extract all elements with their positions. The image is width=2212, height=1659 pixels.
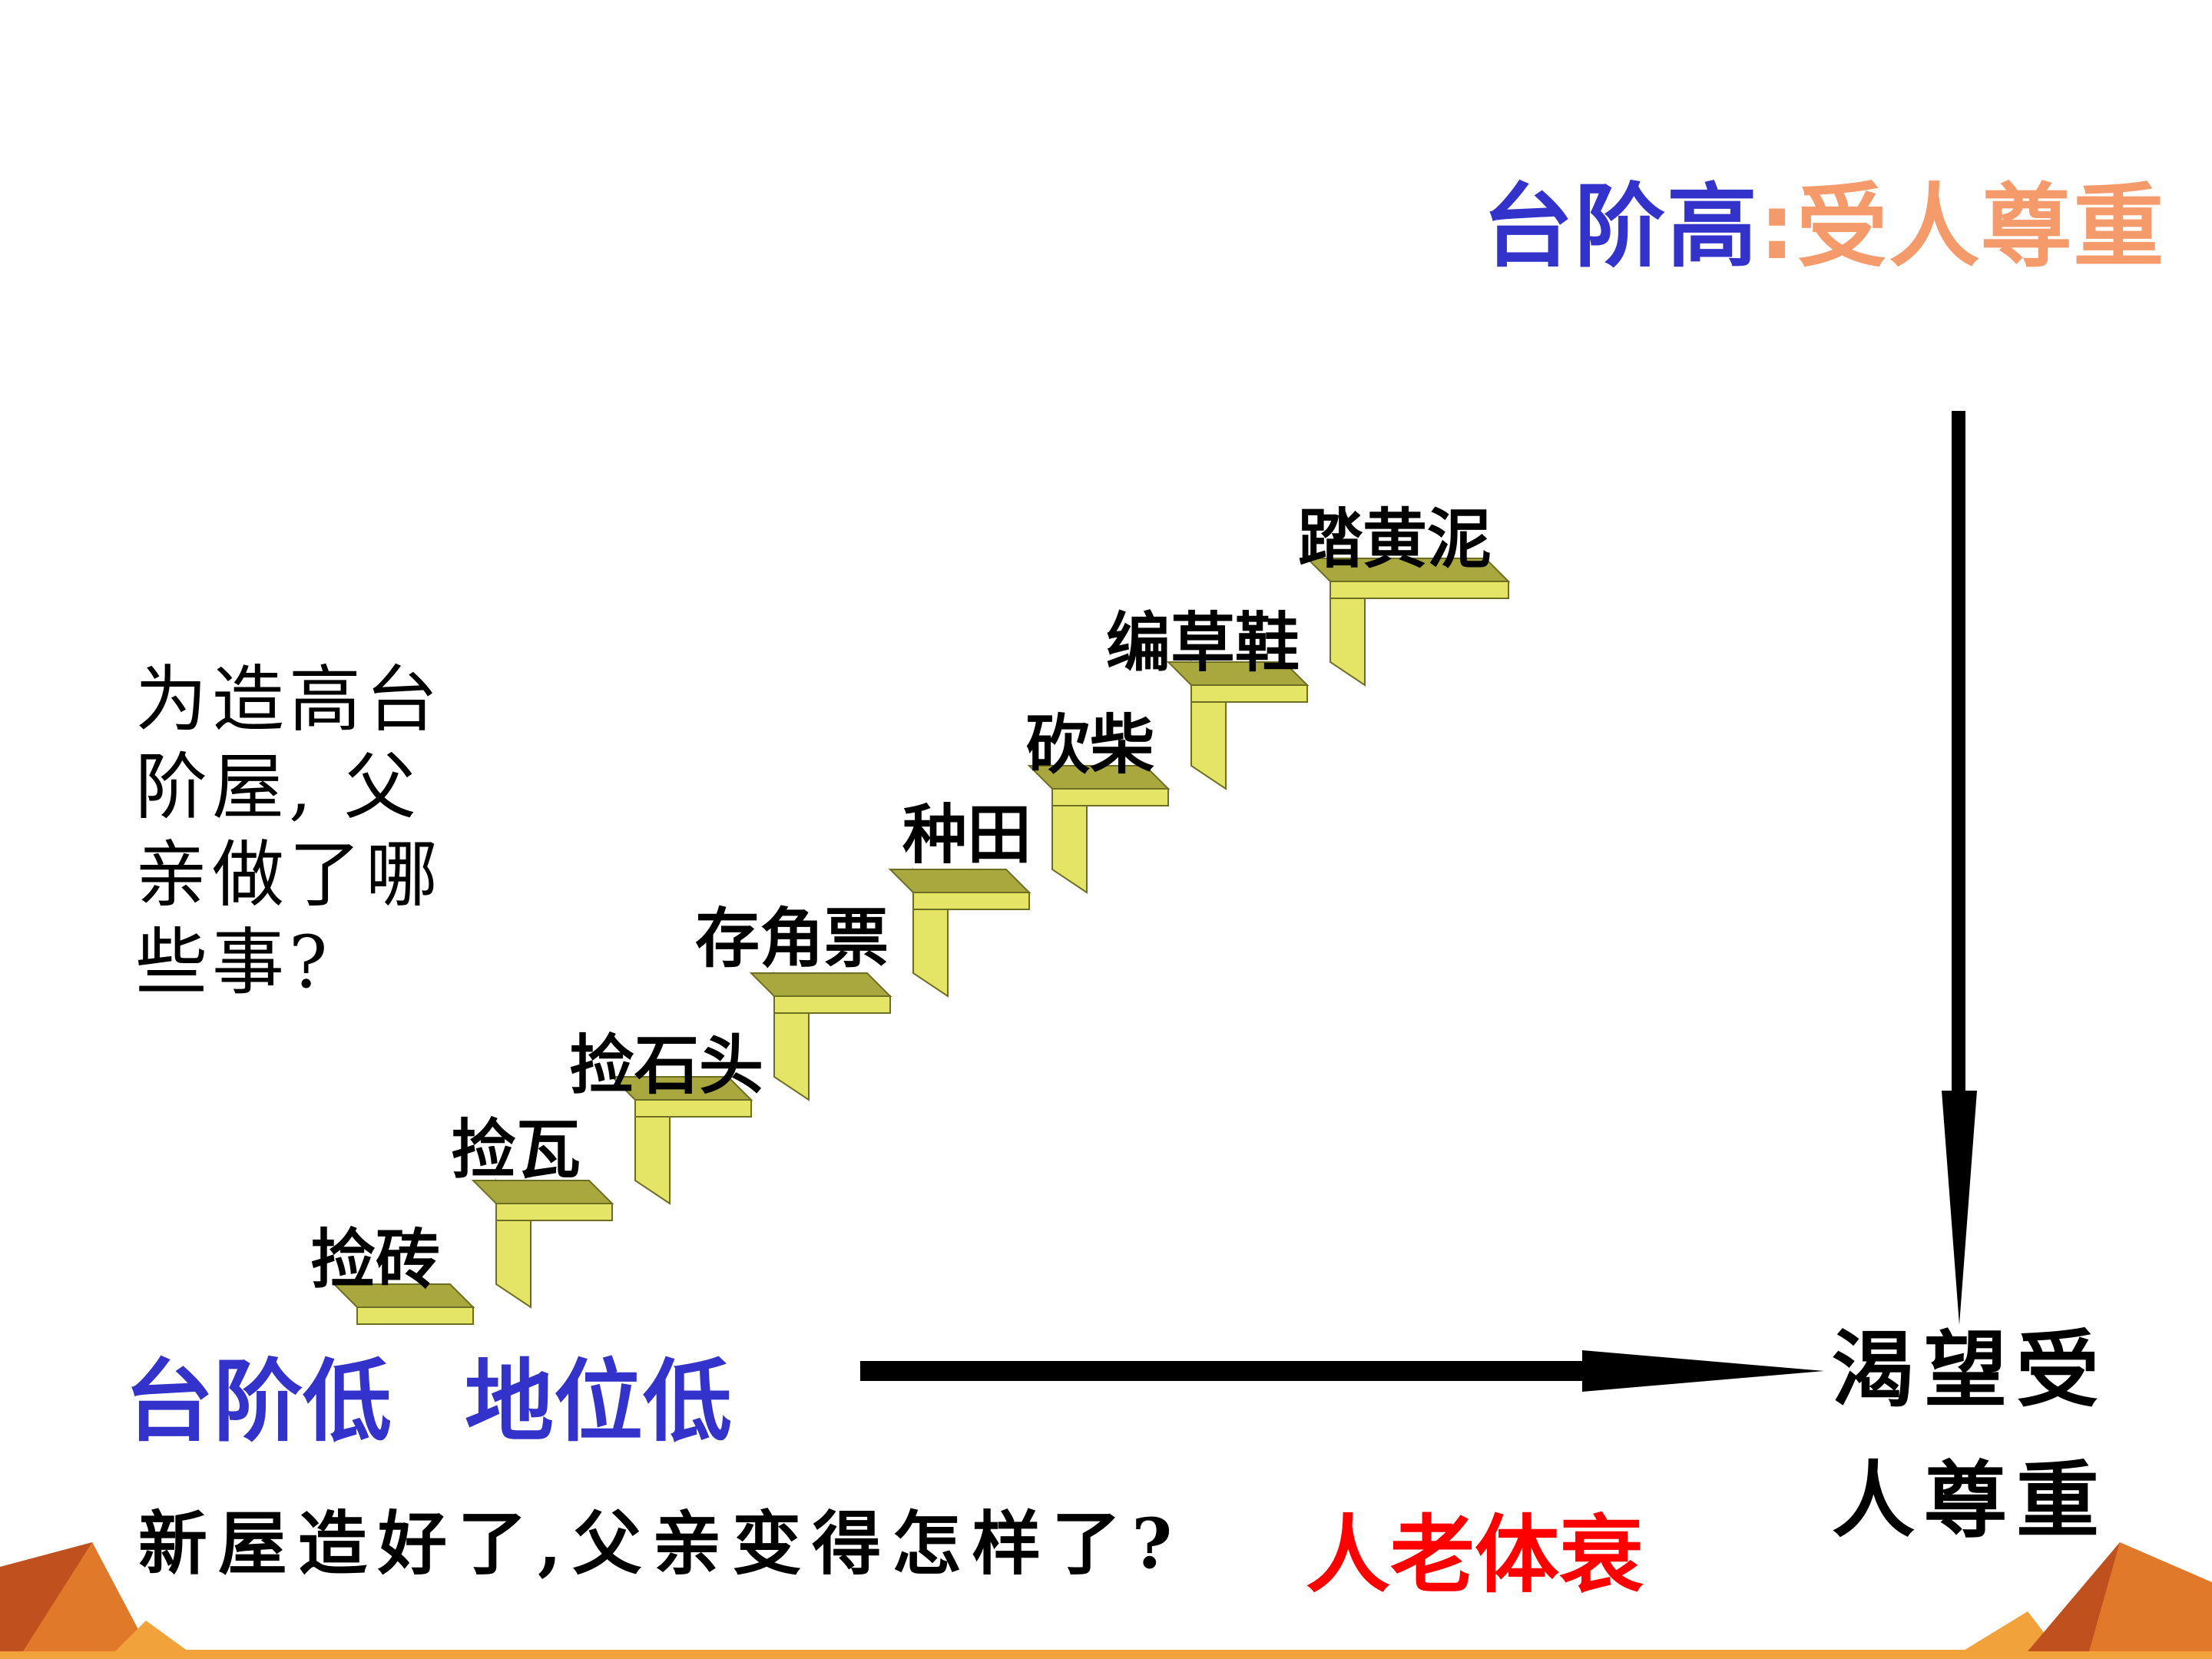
- label-low-steps: 台阶低: [124, 1350, 392, 1454]
- bottom-answer: 人老体衰: [1306, 1506, 1644, 1604]
- step-label-tread-mud: 踏黄泥: [1298, 502, 1492, 577]
- stair-edge-6: [1190, 684, 1308, 703]
- stair-edge-1: [495, 1203, 613, 1221]
- step-label-chop-wood: 砍柴: [1025, 707, 1155, 783]
- down-arrow: [1942, 411, 1977, 1325]
- stair-edge-0: [356, 1306, 474, 1325]
- result-desire-respect: 渴望受人尊重: [1832, 1323, 2109, 1549]
- step-label-stones: 捡石头: [570, 1028, 764, 1103]
- bottom-question: 新屋造好了,父亲变得怎样了?: [138, 1503, 1184, 1584]
- stair-edge-4: [912, 892, 1030, 910]
- stair-edge-3: [773, 995, 891, 1014]
- staircase: [332, 557, 1511, 1325]
- stair-tread-4: [888, 869, 1031, 893]
- stair-edge-5: [1051, 788, 1169, 806]
- title-colon: :: [1759, 174, 1797, 280]
- step-label-straw-sandals: 编草鞋: [1106, 605, 1300, 680]
- step-label-bricks: 捡砖: [311, 1222, 441, 1297]
- right-arrow: [860, 1350, 1824, 1392]
- label-low-status: 地位低: [465, 1350, 732, 1454]
- stair-edge-7: [1330, 581, 1509, 599]
- step-label-save-money: 存角票: [695, 901, 889, 976]
- title-high-steps-label: 台阶高: [1482, 174, 1760, 280]
- bottom-decoration: [0, 1542, 2212, 1659]
- question-what-father-did: 为造高台阶屋, 父亲做了哪些事?: [135, 658, 443, 1005]
- stair-tread-3: [749, 972, 892, 997]
- step-label-tiles: 捡瓦: [452, 1112, 581, 1187]
- title-high-steps: 台阶高:受人尊重: [1482, 173, 2165, 282]
- stair-edge-2: [634, 1099, 752, 1118]
- title-respected: 受人尊重: [1796, 174, 2166, 280]
- step-label-farm: 种田: [902, 797, 1032, 873]
